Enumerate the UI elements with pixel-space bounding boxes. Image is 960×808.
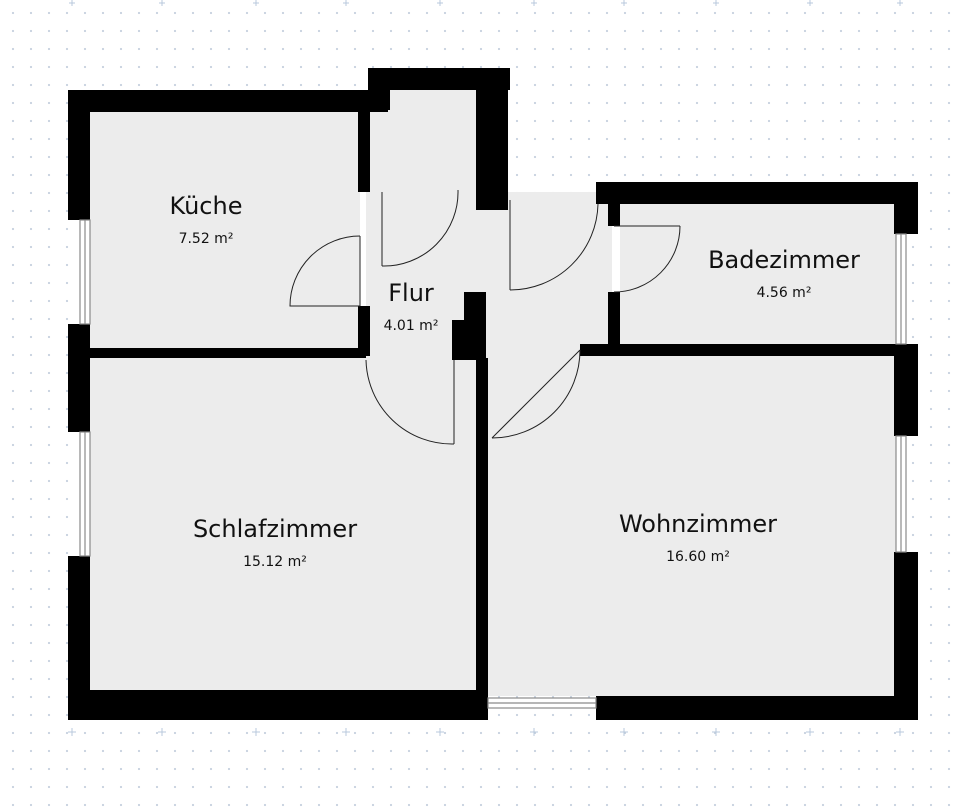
wall-kueche-right-bottom xyxy=(358,306,370,356)
room-labels: Küche 7.52 m² Flur 4.01 m² Badezimmer 4.… xyxy=(170,192,861,570)
floor-badezimmer xyxy=(620,204,896,344)
wall-kueche-right-top xyxy=(358,110,370,192)
wall-center-pillar xyxy=(464,292,486,360)
wall-top-flur xyxy=(368,68,510,90)
door-hall xyxy=(509,200,599,291)
room-area-flur: 4.01 m² xyxy=(384,318,439,334)
floor-kueche xyxy=(90,112,360,350)
room-area-badezimmer: 4.56 m² xyxy=(757,285,812,301)
wall-left-bottom xyxy=(68,556,90,720)
room-name-flur: Flur xyxy=(388,279,434,307)
windows xyxy=(79,219,907,709)
room-area-kueche: 7.52 m² xyxy=(179,231,234,247)
floors xyxy=(90,90,896,696)
room-area-wohnzimmer: 16.60 m² xyxy=(666,549,730,565)
wall-top-kueche xyxy=(68,90,388,112)
door-wohnzimmer xyxy=(491,349,581,439)
door-flur-upper xyxy=(381,189,459,267)
wall-right-top xyxy=(894,182,918,234)
wall-left-top xyxy=(68,90,90,220)
walls xyxy=(68,68,918,720)
wall-top-bad xyxy=(596,182,918,204)
wall-bottom-right xyxy=(596,696,918,720)
wall-flur-right-upper xyxy=(476,68,508,210)
wall-right-bottom xyxy=(894,552,918,720)
wall-center-divider xyxy=(476,358,488,698)
wall-bad-left-bottom xyxy=(608,292,620,348)
room-name-badezimmer: Badezimmer xyxy=(708,246,860,274)
door-kueche xyxy=(289,235,361,307)
wall-kueche-bottom xyxy=(90,348,366,358)
door-badezimmer xyxy=(613,225,681,293)
wall-bad-bottom xyxy=(580,344,896,356)
room-name-wohnzimmer: Wohnzimmer xyxy=(619,510,777,538)
door-schlafzimmer xyxy=(365,359,455,445)
wall-left-mid xyxy=(68,324,90,432)
doors xyxy=(289,189,681,445)
floor-wohnzimmer xyxy=(486,354,896,696)
wall-flur-left-upper xyxy=(368,68,390,110)
wall-bottom-left xyxy=(68,690,488,720)
floor-schlafzimmer xyxy=(90,358,476,690)
floor-flur xyxy=(366,192,612,352)
wall-center-stub xyxy=(452,320,466,360)
room-name-kueche: Küche xyxy=(170,192,243,220)
grid-plus-markers xyxy=(68,0,904,736)
wall-bad-left-top xyxy=(608,204,620,226)
wall-right-mid xyxy=(894,344,918,436)
room-area-schlafzimmer: 15.12 m² xyxy=(243,554,307,570)
room-name-schlafzimmer: Schlafzimmer xyxy=(193,515,357,543)
